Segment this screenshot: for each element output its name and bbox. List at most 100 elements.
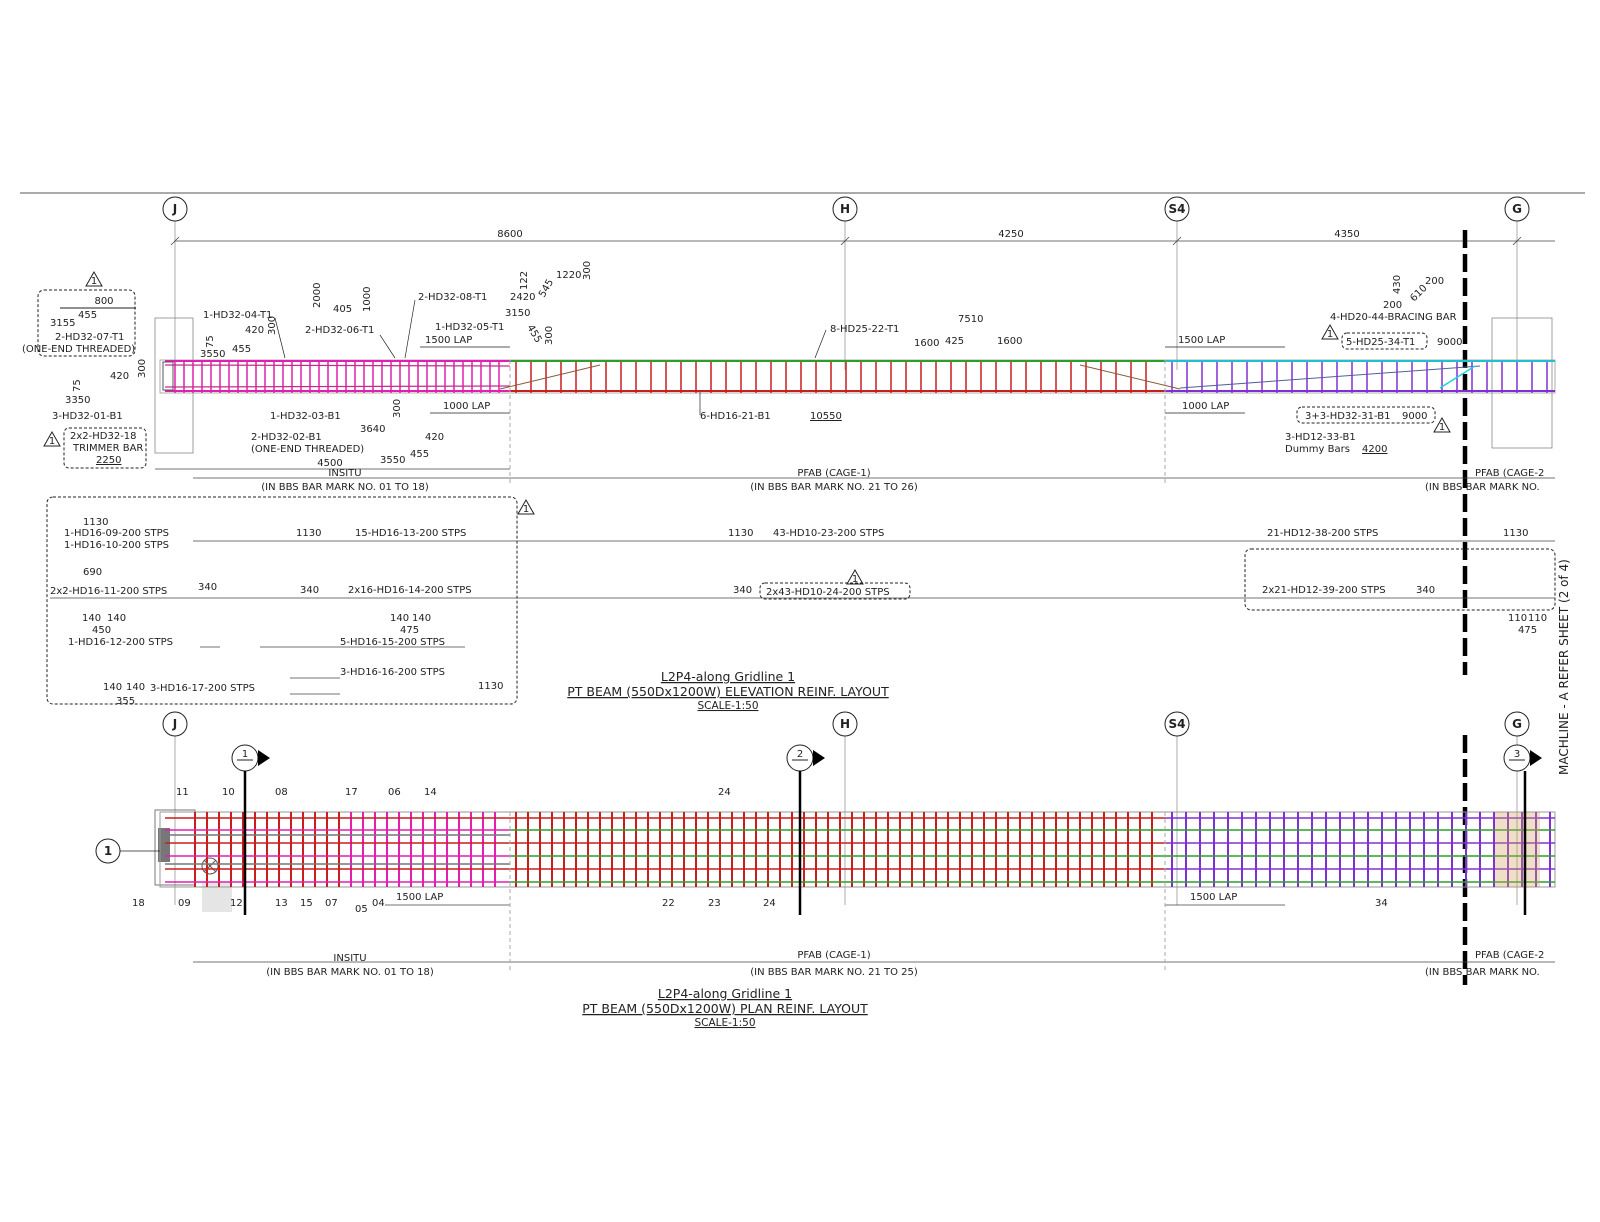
svg-text:2-HD32-07-T1: 2-HD32-07-T1 bbox=[55, 332, 124, 343]
svg-text:200: 200 bbox=[1425, 276, 1444, 287]
svg-text:4500: 4500 bbox=[317, 458, 342, 469]
svg-text:1: 1 bbox=[91, 276, 97, 287]
svg-text:800: 800 bbox=[94, 296, 113, 307]
svg-text:11: 11 bbox=[176, 787, 189, 798]
svg-text:1: 1 bbox=[852, 574, 858, 585]
svg-text:1-HD32-05-T1: 1-HD32-05-T1 bbox=[435, 322, 504, 333]
svg-text:34: 34 bbox=[1375, 898, 1388, 909]
svg-text:545: 545 bbox=[537, 277, 556, 299]
svg-text:75: 75 bbox=[205, 335, 216, 348]
svg-text:21-HD12-38-200 STPS: 21-HD12-38-200 STPS bbox=[1267, 528, 1378, 539]
svg-text:450: 450 bbox=[92, 625, 111, 636]
grid-bubble-h-top: H bbox=[832, 196, 858, 222]
svg-text:13: 13 bbox=[275, 898, 288, 909]
svg-text:PFAB (CAGE-1): PFAB (CAGE-1) bbox=[797, 468, 870, 479]
svg-text:1500 LAP: 1500 LAP bbox=[425, 335, 472, 346]
svg-text:140: 140 bbox=[82, 613, 101, 624]
section-marker-1: 1 bbox=[231, 744, 270, 915]
svg-text:L2P4-along Gridline 1: L2P4-along Gridline 1 bbox=[661, 669, 795, 684]
svg-text:300: 300 bbox=[544, 326, 555, 345]
svg-text:3: 3 bbox=[1514, 749, 1520, 760]
svg-text:2000: 2000 bbox=[312, 283, 323, 308]
svg-text:18: 18 bbox=[132, 898, 145, 909]
svg-text:455: 455 bbox=[78, 310, 97, 321]
svg-text:420: 420 bbox=[245, 325, 264, 336]
svg-text:140: 140 bbox=[126, 682, 145, 693]
svg-text:1130: 1130 bbox=[296, 528, 321, 539]
svg-text:(IN BBS BAR MARK NO.: (IN BBS BAR MARK NO. bbox=[1425, 482, 1540, 493]
svg-text:2250: 2250 bbox=[96, 455, 121, 466]
svg-text:G: G bbox=[1512, 717, 1522, 731]
svg-text:12: 12 bbox=[230, 898, 243, 909]
svg-text:(IN BBS BAR MARK NO. 01 TO 18): (IN BBS BAR MARK NO. 01 TO 18) bbox=[261, 482, 429, 493]
svg-text:340: 340 bbox=[198, 582, 217, 593]
svg-text:75: 75 bbox=[72, 379, 83, 392]
svg-text:1-HD32-04-T1: 1-HD32-04-T1 bbox=[203, 310, 272, 321]
svg-text:300: 300 bbox=[137, 359, 148, 378]
section-marker-2: 2 bbox=[786, 744, 825, 915]
row-marker-1: 1 bbox=[95, 838, 160, 864]
svg-text:3640: 3640 bbox=[360, 424, 385, 435]
svg-text:1000 LAP: 1000 LAP bbox=[1182, 401, 1229, 412]
elevation-zones: 4500 INSITU (IN BBS BAR MARK NO. 01 TO 1… bbox=[155, 360, 1555, 493]
svg-text:1: 1 bbox=[1439, 422, 1445, 433]
svg-text:22: 22 bbox=[662, 898, 675, 909]
svg-text:(IN BBS BAR MARK NO.: (IN BBS BAR MARK NO. bbox=[1425, 967, 1540, 978]
svg-text:3550: 3550 bbox=[200, 349, 225, 360]
gridlines bbox=[174, 220, 1518, 905]
svg-text:PFAB (CAGE-2: PFAB (CAGE-2 bbox=[1475, 468, 1544, 479]
svg-text:2x2-HD32-18: 2x2-HD32-18 bbox=[70, 431, 137, 442]
svg-text:07: 07 bbox=[325, 898, 338, 909]
svg-text:1: 1 bbox=[242, 749, 248, 760]
svg-text:4-HD20-44-BRACING BAR: 4-HD20-44-BRACING BAR bbox=[1330, 312, 1457, 323]
plan-zones: INSITU (IN BBS BAR MARK NO. 01 TO 18) PF… bbox=[193, 812, 1555, 978]
svg-text:15-HD16-13-200 STPS: 15-HD16-13-200 STPS bbox=[355, 528, 466, 539]
elevation-beam bbox=[154, 317, 1556, 454]
svg-text:(IN BBS BAR MARK NO. 21 TO 26): (IN BBS BAR MARK NO. 21 TO 26) bbox=[750, 482, 918, 493]
svg-text:3-HD12-33-B1: 3-HD12-33-B1 bbox=[1285, 432, 1356, 443]
svg-text:1: 1 bbox=[1327, 329, 1333, 340]
svg-text:2: 2 bbox=[797, 749, 803, 760]
svg-text:9000: 9000 bbox=[1402, 411, 1427, 422]
svg-text:INSITU: INSITU bbox=[328, 468, 361, 479]
svg-text:110: 110 bbox=[1508, 613, 1527, 624]
svg-text:SCALE-1:50: SCALE-1:50 bbox=[697, 700, 758, 712]
grid-bubble-s4-plan: S4 bbox=[1164, 711, 1190, 737]
svg-text:3550: 3550 bbox=[380, 455, 405, 466]
svg-text:PFAB (CAGE-1): PFAB (CAGE-1) bbox=[797, 950, 870, 961]
svg-text:43-HD10-23-200 STPS: 43-HD10-23-200 STPS bbox=[773, 528, 884, 539]
svg-text:300: 300 bbox=[267, 316, 278, 335]
svg-text:300: 300 bbox=[392, 399, 403, 418]
grid-bubble-j-top: J bbox=[162, 196, 188, 222]
svg-text:1130: 1130 bbox=[728, 528, 753, 539]
svg-text:PT BEAM (550Dx1200W) PLAN REIN: PT BEAM (550Dx1200W) PLAN REINF. LAYOUT bbox=[582, 1001, 868, 1016]
svg-text:3-HD16-16-200 STPS: 3-HD16-16-200 STPS bbox=[340, 667, 445, 678]
svg-text:2-HD32-08-T1: 2-HD32-08-T1 bbox=[418, 292, 487, 303]
svg-text:S4: S4 bbox=[1169, 717, 1186, 731]
svg-text:17: 17 bbox=[345, 787, 358, 798]
svg-text:1-HD16-09-200 STPS: 1-HD16-09-200 STPS bbox=[64, 528, 169, 539]
svg-text:Dummy Bars: Dummy Bars bbox=[1285, 444, 1350, 455]
svg-text:J: J bbox=[172, 717, 177, 731]
plan-marks: 11 10 08 17 06 14 24 18 09 12 13 15 07 0… bbox=[132, 787, 1388, 915]
svg-text:1: 1 bbox=[523, 504, 529, 515]
svg-text:455: 455 bbox=[524, 323, 543, 345]
svg-text:420: 420 bbox=[110, 371, 129, 382]
grid-bubble-j-plan: J bbox=[162, 711, 188, 737]
svg-text:3-HD16-17-200 STPS: 3-HD16-17-200 STPS bbox=[150, 683, 255, 694]
svg-text:110: 110 bbox=[1528, 613, 1547, 624]
svg-text:SCALE-1:50: SCALE-1:50 bbox=[694, 1017, 755, 1029]
svg-text:1600: 1600 bbox=[997, 336, 1022, 347]
stirrup-schedule: 1 1130 1-HD16-09-200 STPS 1-HD16-10-200 … bbox=[46, 496, 1556, 707]
svg-text:3155: 3155 bbox=[50, 318, 75, 329]
svg-text:200: 200 bbox=[1383, 300, 1402, 311]
svg-text:455: 455 bbox=[410, 449, 429, 460]
svg-text:3150: 3150 bbox=[505, 308, 530, 319]
plan-title: L2P4-along Gridline 1 PT BEAM (550Dx1200… bbox=[582, 986, 868, 1029]
svg-text:340: 340 bbox=[1416, 585, 1435, 596]
svg-text:405: 405 bbox=[333, 304, 352, 315]
svg-text:140: 140 bbox=[390, 613, 409, 624]
svg-text:140: 140 bbox=[103, 682, 122, 693]
svg-text:2x2-HD16-11-200 STPS: 2x2-HD16-11-200 STPS bbox=[50, 586, 167, 597]
svg-text:(ONE-END THREADED): (ONE-END THREADED) bbox=[251, 444, 364, 455]
